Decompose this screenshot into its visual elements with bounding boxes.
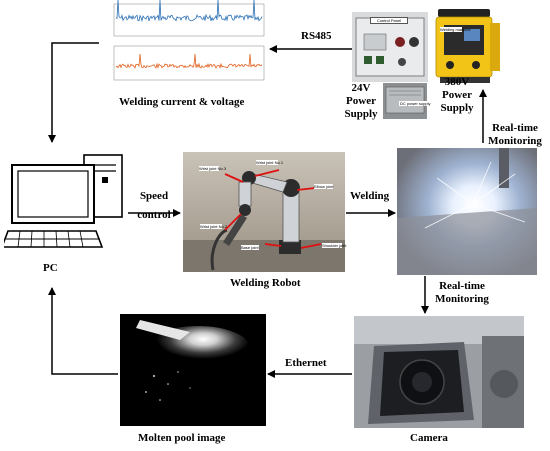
- voltage-plot: [113, 45, 265, 81]
- molten-pool-image-label: Molten pool image: [138, 432, 226, 444]
- realtime-monitoring-top-label: Real-time Monitoring: [488, 122, 542, 147]
- power-24v-label: 24V Power Supply: [344, 82, 378, 120]
- callout-shoulder: Shoulder joint: [322, 243, 347, 248]
- control-panel-tag: Control Panel: [370, 17, 408, 24]
- current-voltage-plots: [113, 0, 265, 81]
- current-plot: [113, 0, 265, 37]
- control-panel-photo: [352, 12, 428, 82]
- callout-wrist1: Wrist joint No.1: [256, 160, 284, 165]
- callout-wrist2: Wrist joint No.2: [200, 224, 228, 229]
- pc-icon: [4, 154, 123, 248]
- welding-machine-photo: [430, 5, 506, 85]
- welding-machine-tag: Welding machine: [440, 27, 471, 32]
- realtime-monitoring-mid-label: Real-time Monitoring: [435, 280, 489, 305]
- welding-current-voltage-label: Welding current & voltage: [119, 96, 245, 108]
- camera-photo: [354, 316, 524, 428]
- speed-control-label: Speed control: [137, 190, 171, 221]
- dc-power-tag: DC power supply: [399, 101, 432, 106]
- welding-arc-photo: [397, 148, 537, 275]
- power-380v-label: 380V Power Supply: [440, 76, 474, 114]
- molten-pool-photo: [120, 314, 266, 426]
- rs485-label: RS485: [301, 30, 332, 42]
- pc-label: PC: [43, 262, 58, 274]
- callout-wrist3: Wrist joint No.3: [199, 166, 227, 171]
- arrow-plots-to-pc: [48, 42, 99, 143]
- callout-elbow: Elbow joint: [314, 184, 334, 189]
- welding-label: Welding: [350, 190, 390, 202]
- welding-robot-label: Welding Robot: [230, 277, 301, 289]
- arrow-image-to-pc: [48, 287, 118, 375]
- welding-robot-photo: [183, 152, 345, 272]
- callout-base: Base joint: [241, 245, 259, 250]
- camera-label: Camera: [410, 432, 448, 444]
- ethernet-label: Ethernet: [285, 357, 327, 369]
